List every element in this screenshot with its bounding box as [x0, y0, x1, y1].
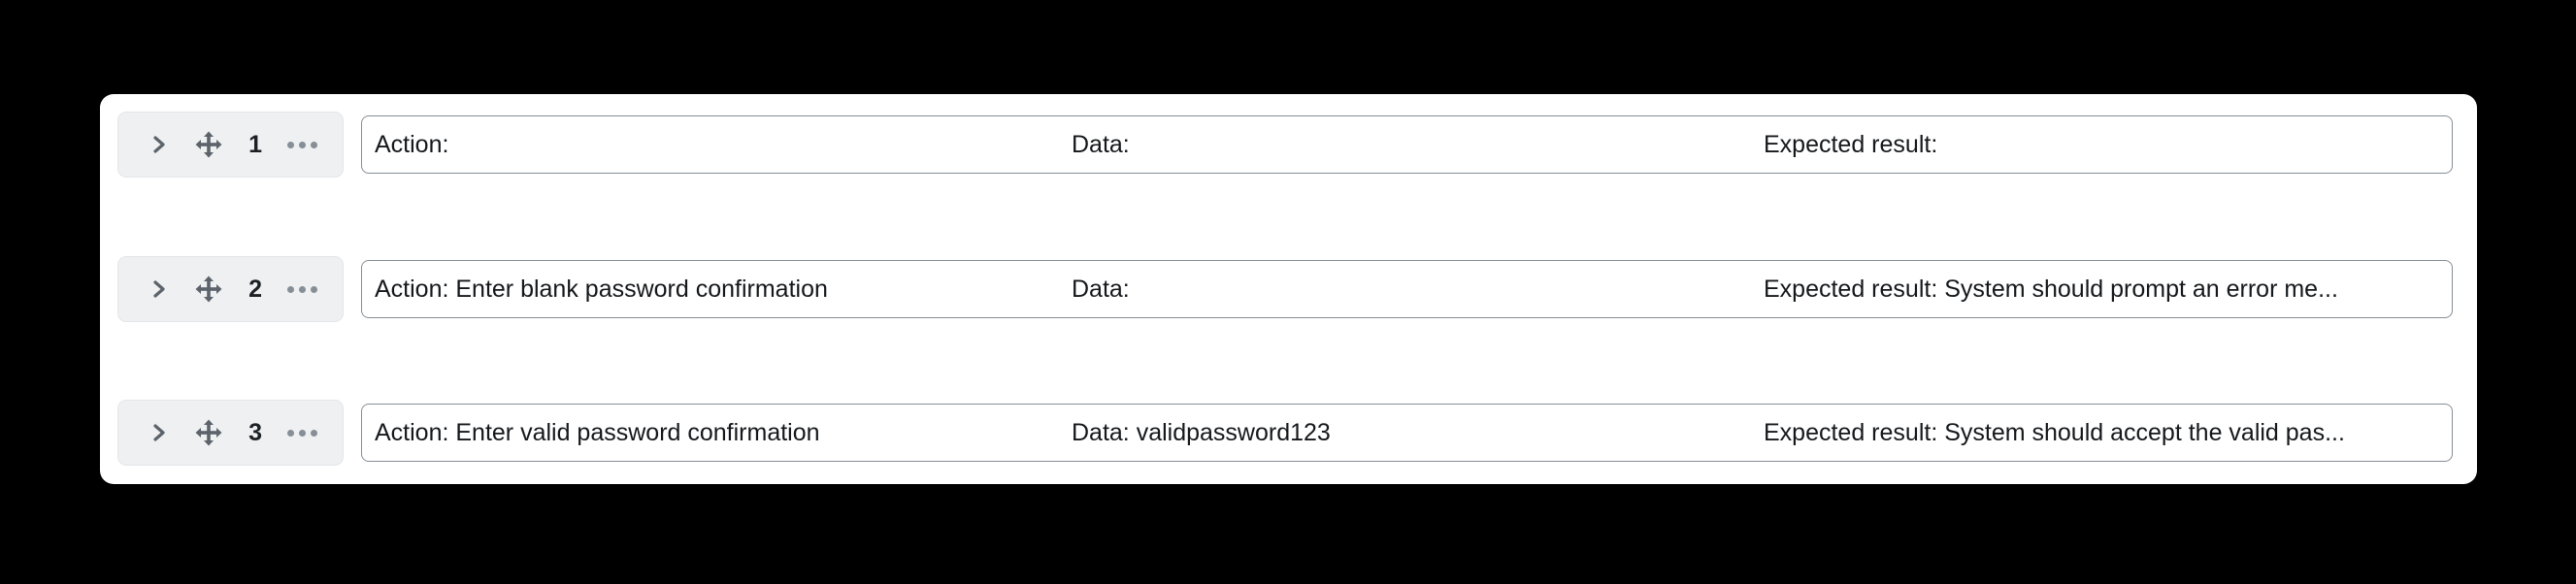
step-action-text: Action: Enter valid password confirmatio…: [375, 420, 820, 445]
steps-card: 1 Action: Data: Expected result:: [100, 94, 2477, 484]
row-controls: 2: [117, 256, 344, 322]
chevron-right-icon[interactable]: [140, 270, 179, 308]
move-icon[interactable]: [189, 413, 228, 452]
table-row[interactable]: 2 Action: Enter blank password confirmat…: [100, 256, 2477, 322]
move-icon[interactable]: [189, 270, 228, 308]
step-field[interactable]: Action: Data: Expected result:: [361, 115, 2453, 174]
step-data-text: Data:: [1072, 276, 1130, 302]
row-controls: 1: [117, 112, 344, 178]
chevron-right-icon[interactable]: [140, 125, 179, 164]
ellipsis-icon[interactable]: [282, 413, 321, 452]
move-icon[interactable]: [189, 125, 228, 164]
step-data-text: Data:: [1072, 132, 1130, 157]
step-expected-text: Expected result:: [1764, 132, 1938, 157]
ellipsis-icon[interactable]: [282, 125, 321, 164]
step-field[interactable]: Action: Enter valid password confirmatio…: [361, 404, 2453, 462]
chevron-right-icon[interactable]: [140, 413, 179, 452]
row-index: 3: [248, 418, 263, 446]
step-expected-text: Expected result: System should accept th…: [1764, 420, 2345, 445]
row-index: 2: [248, 275, 263, 303]
table-row[interactable]: 3 Action: Enter valid password confirmat…: [100, 400, 2477, 466]
table-row[interactable]: 1 Action: Data: Expected result:: [100, 112, 2477, 178]
step-data-text: Data: validpassword123: [1072, 420, 1331, 445]
row-index: 1: [248, 130, 263, 158]
row-controls: 3: [117, 400, 344, 466]
ellipsis-icon[interactable]: [282, 270, 321, 308]
step-field[interactable]: Action: Enter blank password confirmatio…: [361, 260, 2453, 318]
step-expected-text: Expected result: System should prompt an…: [1764, 276, 2338, 302]
step-action-text: Action:: [375, 132, 449, 157]
step-action-text: Action: Enter blank password confirmatio…: [375, 276, 828, 302]
